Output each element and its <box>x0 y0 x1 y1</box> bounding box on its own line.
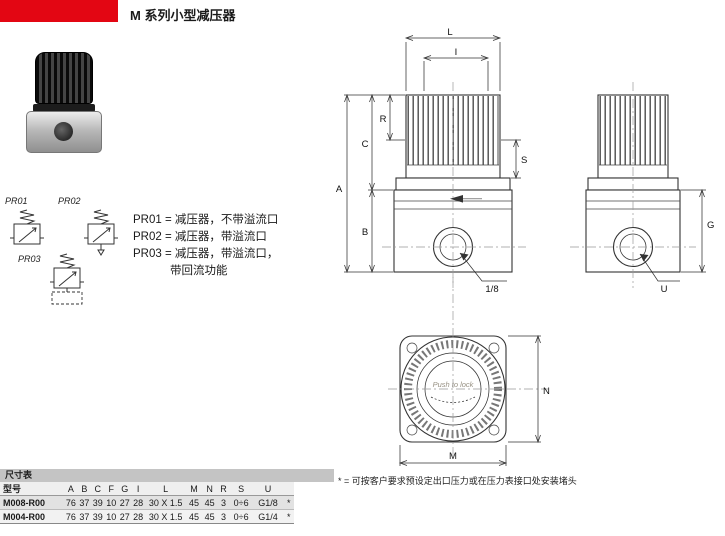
header-cell: I <box>136 483 140 494</box>
dim-label-S: S <box>521 155 527 166</box>
dim-L: L <box>404 27 502 91</box>
symbol-descriptions: PR01 = 减压器，不带溢流口 PR02 = 减压器，带溢流口 PR03 = … <box>133 212 278 280</box>
cell: 76 <box>65 497 76 508</box>
header-cell-note <box>284 482 294 496</box>
cell-note: * <box>287 497 291 508</box>
desc-line-2: PR02 = 减压器，带溢流口 <box>133 231 267 243</box>
cell: 10 <box>106 511 117 522</box>
desc-line-1: PR01 = 减压器，不带溢流口 <box>133 214 279 226</box>
leader-port: 1/8 <box>459 252 507 295</box>
header-cell: A <box>67 483 74 494</box>
dim-C: C <box>362 93 393 192</box>
table-row: M008-R00 76 37 39 10 27 28 30 X 1.5 45 4… <box>0 495 294 510</box>
dim-M: M <box>398 445 508 466</box>
table-header-row: 型号 A B C F G I L M N R S U <box>0 482 294 496</box>
dim-G: G <box>681 188 714 274</box>
cell: G1/4 <box>258 511 278 522</box>
product-photo <box>26 52 102 153</box>
cell: G1/8 <box>258 497 278 508</box>
pr03-label: PR03 <box>18 254 41 264</box>
dim-label-R: R <box>380 114 387 125</box>
cell: 27 <box>119 497 130 508</box>
dim-label-B: B <box>362 227 368 238</box>
bottom-view: Push to lock <box>388 277 548 457</box>
dim-A: A <box>336 93 405 274</box>
side-view <box>570 82 696 288</box>
dim-label-I: I <box>455 47 458 58</box>
technical-drawing: Push to lock L I A <box>336 27 714 466</box>
dim-label-A: A <box>336 184 343 195</box>
cell: 45 <box>189 497 200 508</box>
cell: 28 <box>133 511 144 522</box>
dim-label-N: N <box>543 386 550 397</box>
pneumatic-symbols: PR01 PR02 PR03 <box>5 196 118 305</box>
cell: 37 <box>79 497 90 508</box>
pr02-label: PR02 <box>58 196 81 206</box>
header-cell-model: 型号 <box>3 484 22 494</box>
flow-arrow <box>450 195 463 203</box>
table-row: M004-R00 76 37 39 10 27 28 30 X 1.5 45 4… <box>0 509 294 524</box>
header-cell: L <box>163 483 169 494</box>
cell-model: M004-R00 <box>3 511 46 522</box>
dim-label-M: M <box>449 451 457 462</box>
desc-line-4: 带回流功能 <box>170 265 228 277</box>
table-caption: 尺寸表 <box>0 469 334 482</box>
dim-N: N <box>508 334 550 444</box>
header-cell: U <box>264 483 272 494</box>
cell: 27 <box>119 511 130 522</box>
pr01-symbol <box>10 209 44 245</box>
desc-line-3: PR03 = 减压器，带溢流口， <box>133 248 279 260</box>
product-knob <box>35 52 93 104</box>
product-collar <box>33 104 95 112</box>
dim-label-G: G <box>707 220 714 231</box>
cell: 45 <box>204 511 215 522</box>
header-cell: M <box>190 483 198 494</box>
dimension-table: 尺寸表 型号 A B C F G I L M N <box>0 469 334 524</box>
footnote: * = 可按客户要求预设定出口压力或在压力表接口处安装堵头 <box>338 476 577 486</box>
header-cell: G <box>121 483 129 494</box>
pr03-symbol <box>50 253 84 305</box>
product-body <box>26 111 102 153</box>
pr02-symbol <box>84 209 118 256</box>
cell: 28 <box>133 497 144 508</box>
dim-B: B <box>362 188 375 274</box>
header-cell: N <box>206 483 213 494</box>
cell: 0÷6 <box>233 497 249 508</box>
dim-R: R <box>380 93 405 142</box>
pr01-label: PR01 <box>5 196 28 206</box>
cell: 39 <box>92 511 103 522</box>
header-cell: F <box>108 483 115 494</box>
page-title: M 系列小型减压器 <box>130 8 236 23</box>
brand-logo-block <box>0 0 118 22</box>
cell: 76 <box>65 511 76 522</box>
dim-label-C: C <box>362 139 369 150</box>
front-view <box>382 82 526 288</box>
dim-I: I <box>422 47 490 91</box>
dim-label-U: U <box>661 284 668 295</box>
cell: 3 <box>221 511 227 522</box>
dim-S: S <box>501 138 527 180</box>
cell: 0÷6 <box>233 511 249 522</box>
knob-text: Push to lock <box>433 380 475 389</box>
cell: 37 <box>79 511 90 522</box>
product-port <box>54 122 73 141</box>
cell: 45 <box>189 511 200 522</box>
dim-label-L: L <box>447 27 452 38</box>
dim-label-port: 1/8 <box>485 284 498 295</box>
cell-model: M008-R00 <box>3 497 46 508</box>
cell: 10 <box>106 497 117 508</box>
cell: 30 X 1.5 <box>148 497 183 508</box>
cell: 30 X 1.5 <box>148 511 183 522</box>
header-cell: S <box>238 483 245 494</box>
cell-note: * <box>287 511 291 522</box>
cell: 45 <box>204 497 215 508</box>
cell: 39 <box>92 497 103 508</box>
header-cell: R <box>220 483 227 494</box>
knob-subtext-arc <box>430 396 476 403</box>
cell: 3 <box>221 497 227 508</box>
leader-U: U <box>639 253 680 295</box>
header-cell: B <box>81 483 88 494</box>
header-cell: C <box>94 483 102 494</box>
